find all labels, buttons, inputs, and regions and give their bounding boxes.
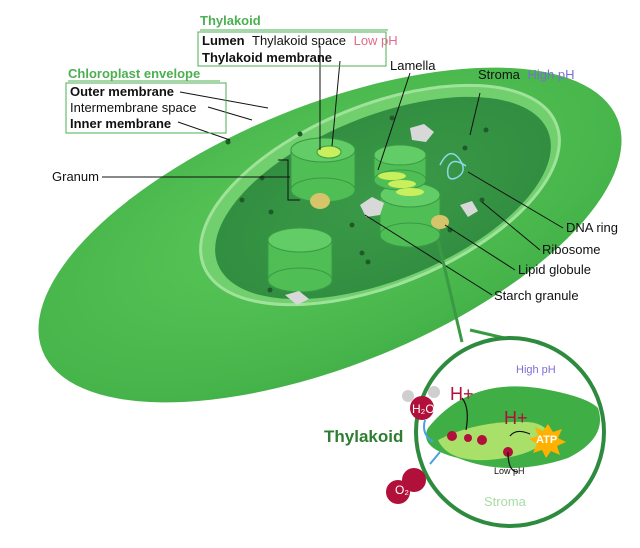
granum-stack — [373, 144, 427, 191]
starch-granule-label: Starch granule — [494, 288, 579, 303]
granum-stack — [267, 227, 333, 293]
inset-thylakoid-title: Thylakoid — [324, 427, 403, 446]
inner-membrane-label: Inner membrane — [70, 116, 171, 131]
leader-lines — [102, 46, 564, 296]
oxygen-molecule: O₂ — [386, 468, 426, 504]
lamella-label: Lamella — [390, 58, 436, 73]
intermembrane-space-label: Intermembrane space — [70, 100, 196, 115]
lamella-discs — [378, 172, 424, 196]
lipid-globule-label: Lipid globule — [518, 262, 591, 277]
grana-stacks — [267, 137, 441, 293]
water-molecule: H₂O — [402, 386, 440, 420]
ribosome-dots — [225, 115, 489, 293]
lumen-label: Lumen Thylakoid space Low pH — [202, 33, 398, 48]
h2o-label: H₂O — [412, 402, 435, 416]
envelope-header: Chloroplast envelope — [68, 66, 200, 81]
atp-burst — [529, 424, 566, 458]
inset-low-ph: Low pH — [494, 466, 525, 476]
outer-membrane-label: Outer membrane — [70, 84, 174, 99]
o2-label: O₂ — [395, 483, 409, 497]
inset-arrows — [423, 419, 441, 465]
stroma-label: Stroma High pH — [478, 67, 575, 82]
inset-h-plus-2: H+ — [504, 408, 528, 428]
granum-label: Granum — [52, 169, 99, 184]
inset-h-plus-1: H+ — [450, 384, 474, 404]
thylakoid-bracket — [197, 29, 388, 67]
thylakoid-membrane-label: Thylakoid membrane — [202, 50, 332, 65]
dna-ring — [439, 152, 467, 180]
atp-label: ATP — [536, 434, 557, 446]
thylakoid-header: Thylakoid — [200, 13, 261, 28]
ribosome-label: Ribosome — [542, 242, 601, 257]
inset-high-ph: High pH — [516, 364, 556, 376]
granum-stack — [290, 137, 356, 203]
lipid-globules — [310, 193, 449, 229]
starch-granules — [285, 124, 478, 305]
thylakoid-inset: H₂O O₂ ATP H+ H+ High pH Low pH Stroma — [386, 336, 606, 528]
envelope-bracket — [65, 80, 227, 134]
inset-stroma: Stroma — [484, 494, 527, 509]
dna-ring-label: DNA ring — [566, 220, 618, 235]
proton-arrows — [461, 397, 531, 473]
